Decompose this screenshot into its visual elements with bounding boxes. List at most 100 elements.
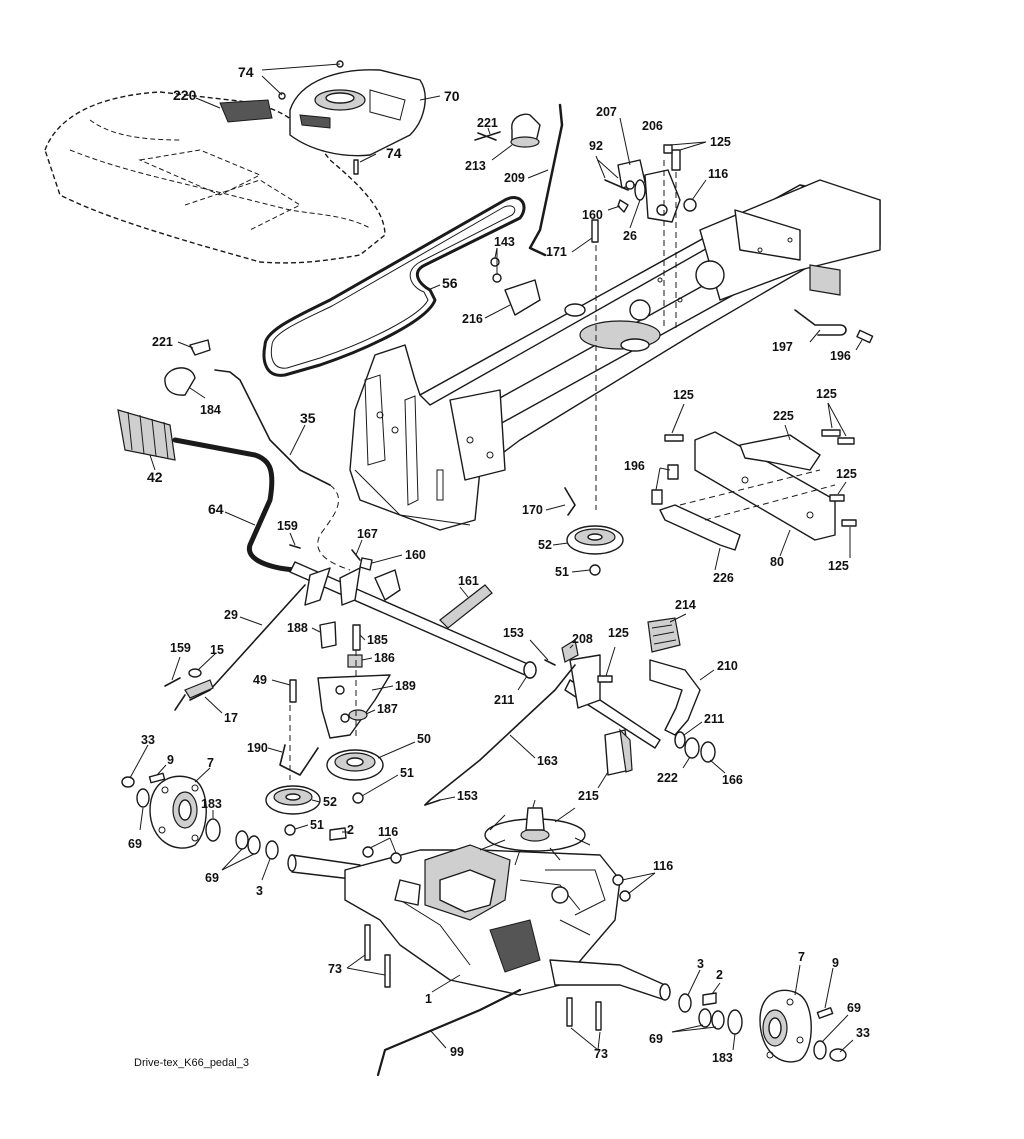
- part-2-key-right: [702, 992, 717, 1006]
- label-7: 7: [207, 756, 214, 770]
- label-153: 153: [457, 789, 478, 803]
- pedal-bracket: [569, 654, 601, 709]
- label-80: 80: [770, 555, 784, 569]
- label-35: 35: [300, 410, 316, 426]
- label-49: 49: [253, 673, 267, 687]
- label-3: 3: [697, 957, 704, 971]
- part-80-bracket: [694, 431, 836, 541]
- part-125-bolt-top: [671, 149, 681, 171]
- part-125-bolt-c: [821, 429, 841, 437]
- label-161: 161: [458, 574, 479, 588]
- part-51-nut-c: [284, 824, 296, 836]
- label-9: 9: [167, 753, 174, 767]
- label-185: 185: [367, 633, 388, 647]
- part-116-nut-a: [362, 846, 374, 858]
- main-frame: [349, 179, 881, 531]
- part-183-bearing-left: [205, 818, 221, 842]
- part-26-ring: [634, 179, 646, 201]
- part-33-nut-left: [121, 776, 135, 788]
- part-52-pulley-a: [566, 525, 624, 555]
- part-215-pad: [604, 728, 633, 776]
- part-143-screw-a: [490, 257, 500, 267]
- label-74: 74: [238, 64, 254, 80]
- part-125-bolt-d: [829, 494, 845, 502]
- label-167: 167: [357, 527, 378, 541]
- label-2: 2: [347, 823, 354, 837]
- part-163-rod: [424, 664, 576, 806]
- part-7-hub-right: [759, 989, 812, 1063]
- label-187: 187: [377, 702, 398, 716]
- label-125: 125: [828, 559, 849, 573]
- label-26: 26: [623, 229, 637, 243]
- label-69: 69: [128, 837, 142, 851]
- label-190: 190: [247, 741, 268, 755]
- label-69: 69: [649, 1032, 663, 1046]
- label-42: 42: [147, 469, 163, 485]
- part-15-washer: [188, 668, 202, 678]
- part-161-spring: [439, 584, 493, 629]
- part-51-nut-a: [589, 564, 601, 576]
- label-184: 184: [200, 403, 221, 417]
- part-211-washer-a: [523, 661, 537, 679]
- part-225-cover: [739, 434, 821, 471]
- part-51-nut-b: [352, 792, 364, 804]
- label-1: 1: [425, 992, 432, 1006]
- label-159: 159: [277, 519, 298, 533]
- part-160-pin: [617, 199, 629, 213]
- label-3: 3: [256, 884, 263, 898]
- part-56-drive-belt: [262, 196, 526, 377]
- label-64: 64: [208, 501, 224, 517]
- label-52: 52: [538, 538, 552, 552]
- part-73-bolt-c: [566, 997, 573, 1027]
- label-69: 69: [205, 871, 219, 885]
- label-7: 7: [798, 950, 805, 964]
- part-69-washer-b: [235, 830, 249, 850]
- label-69: 69: [847, 1001, 861, 1015]
- part-42-grip: [117, 409, 176, 461]
- part-70-dash-cover: [278, 60, 426, 157]
- part-187-bushing: [348, 709, 368, 721]
- shaft-arm-b: [339, 567, 361, 606]
- part-153-pin-a: [544, 659, 556, 666]
- part-52-pulley-b: [265, 785, 321, 815]
- part-214-pedal-pad: [647, 617, 681, 653]
- label-210: 210: [717, 659, 738, 673]
- part-210-pedal-arm: [649, 659, 701, 736]
- label-220: 220: [173, 87, 197, 103]
- part-183-bearing-right: [727, 1009, 743, 1035]
- part-221-clip: [474, 131, 501, 141]
- label-143: 143: [494, 235, 515, 249]
- shaft-plate: [374, 569, 401, 601]
- part-196-bolt-b: [651, 489, 663, 505]
- label-206: 206: [642, 119, 663, 133]
- label-125: 125: [836, 467, 857, 481]
- label-33: 33: [141, 733, 155, 747]
- fan: [479, 799, 591, 866]
- part-3-washer-left: [265, 840, 279, 860]
- label-99: 99: [450, 1045, 464, 1059]
- label-51: 51: [310, 818, 324, 832]
- label-171: 171: [546, 245, 567, 259]
- label-33: 33: [856, 1026, 870, 1040]
- part-69-washer-e: [711, 1010, 725, 1030]
- label-51: 51: [555, 565, 569, 579]
- label-189: 189: [395, 679, 416, 693]
- part-125-bolt-f: [597, 675, 613, 683]
- part-211-washer-b: [674, 731, 686, 749]
- part-189-bracket: [317, 674, 391, 739]
- label-183: 183: [201, 797, 222, 811]
- part-220-insert: [219, 99, 273, 123]
- part-185-bolt: [352, 624, 361, 651]
- part-64-lever: [172, 437, 298, 573]
- part-166-washer: [700, 741, 716, 763]
- part-208-spring: [561, 639, 579, 663]
- label-213: 213: [465, 159, 486, 173]
- label-160: 160: [405, 548, 426, 562]
- part-73-bolt-a: [364, 924, 371, 961]
- part-99-rod: [376, 988, 522, 1077]
- label-196: 196: [624, 459, 645, 473]
- label-188: 188: [287, 621, 308, 635]
- label-226: 226: [713, 571, 734, 585]
- label-2: 2: [716, 968, 723, 982]
